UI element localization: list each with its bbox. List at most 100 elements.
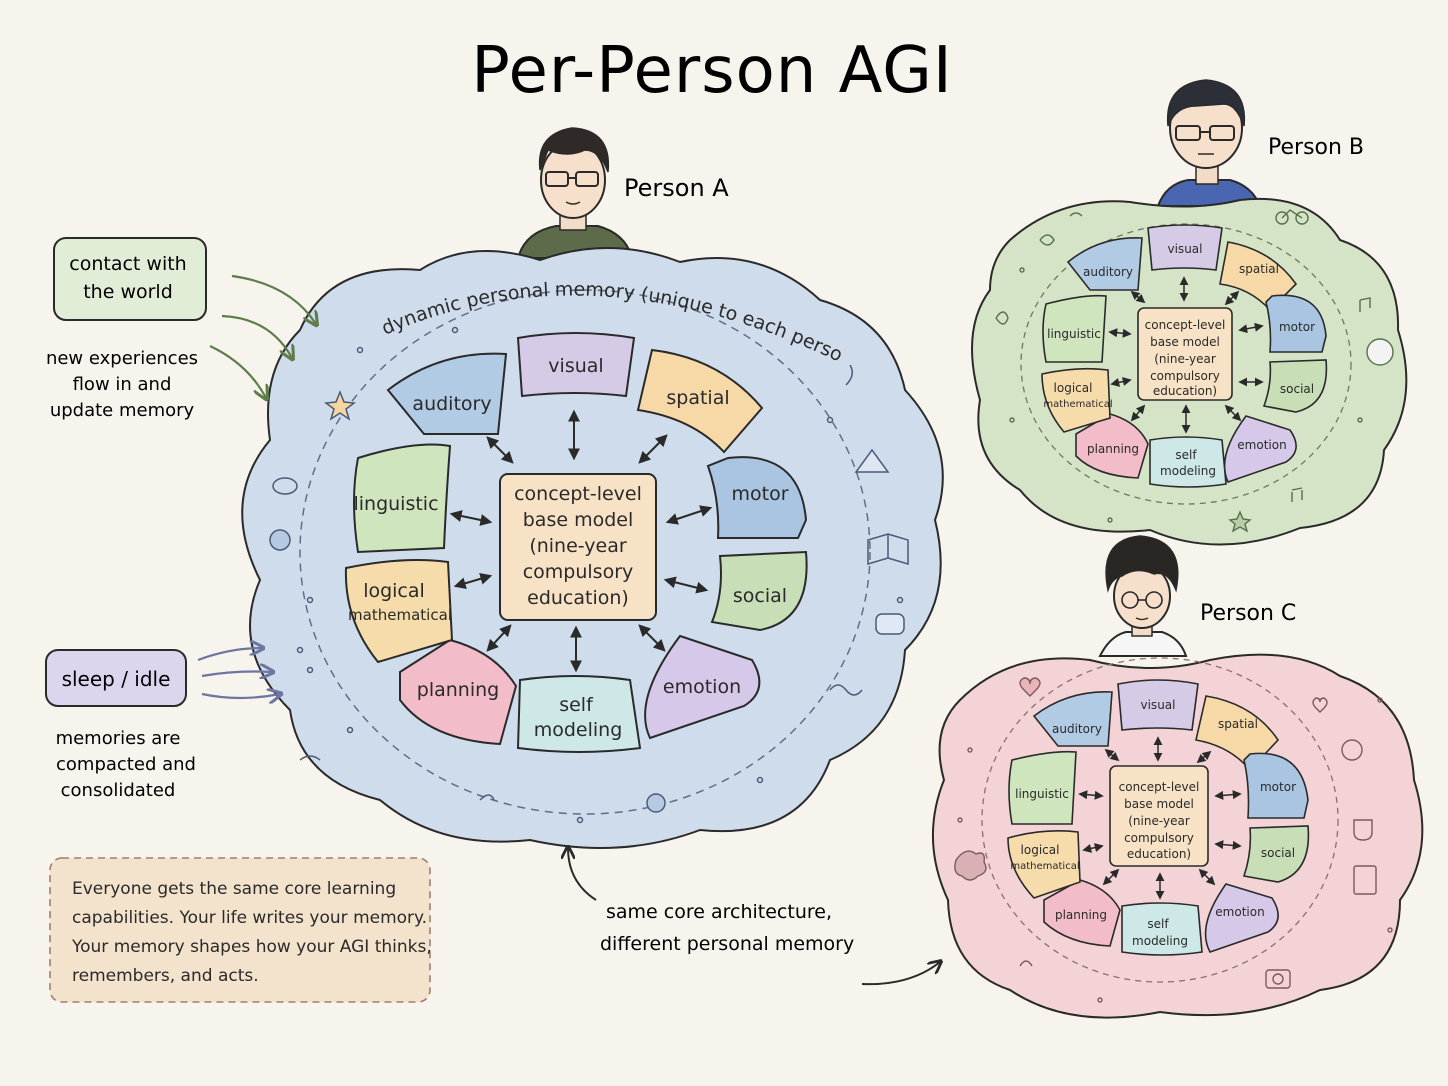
- svg-text:self: self: [1147, 917, 1169, 931]
- module-planning: [399, 638, 518, 746]
- c-module-planning: [1043, 879, 1121, 947]
- experience-arrows: [209, 274, 316, 398]
- module-spatial: [636, 348, 764, 454]
- consolidation-arrows: [197, 648, 280, 698]
- svg-text:planning: planning: [1055, 908, 1107, 922]
- contact-world-box: [53, 237, 207, 321]
- summary-note-box: [49, 857, 431, 1003]
- module-visual: [516, 332, 636, 398]
- page-title: Per-Person AGI: [471, 34, 953, 108]
- person-a-label: Person A: [624, 174, 729, 202]
- person-c-module-labels: visual spatial motor social emotion self…: [1010, 698, 1296, 948]
- svg-text:compulsory: compulsory: [1150, 369, 1220, 383]
- memory-doodles-c: [954, 677, 1393, 1003]
- summary-line-2: capabilities. Your life writes your memo…: [72, 908, 427, 928]
- core-line-5: education): [527, 587, 629, 609]
- svg-text:visual: visual: [1141, 698, 1176, 712]
- svg-text:social: social: [1280, 382, 1314, 396]
- person-c-modules: [1007, 679, 1310, 956]
- svg-text:motor: motor: [1279, 320, 1315, 334]
- bottom-note-1: same core architecture,: [606, 901, 832, 923]
- core-line-2: base model: [523, 509, 634, 531]
- module-auditory: [386, 352, 508, 435]
- memory-doodles-a: [269, 326, 909, 824]
- core-line-1: concept-level: [514, 483, 642, 505]
- svg-text:spatial: spatial: [1218, 717, 1258, 731]
- label-visual: visual: [548, 355, 603, 377]
- c-module-motor: [1243, 752, 1309, 819]
- b-module-visual: [1147, 224, 1223, 271]
- module-emotion: [644, 634, 761, 740]
- memory-doodles-b: [995, 209, 1394, 533]
- person-b-core-arrows: [1108, 276, 1264, 434]
- person-a-module-labels: visual spatial motor social emotion self…: [348, 355, 789, 741]
- label-motor: motor: [731, 483, 788, 505]
- label-social: social: [733, 585, 787, 607]
- svg-text:spatial: spatial: [1239, 262, 1279, 276]
- c-module-logical: [1007, 830, 1081, 899]
- svg-text:emotion: emotion: [1237, 438, 1286, 452]
- module-linguistic: [353, 443, 452, 554]
- svg-text:linguistic: linguistic: [1047, 327, 1101, 341]
- person-a-avatar: [516, 127, 634, 259]
- c-core-model-box: [1109, 765, 1209, 867]
- contact-note-3: update memory: [50, 400, 195, 421]
- label-spatial: spatial: [666, 387, 729, 409]
- label-self-2: modeling: [534, 719, 623, 741]
- person-b-modules: [1041, 224, 1328, 488]
- c-module-self: [1121, 902, 1203, 956]
- label-auditory: auditory: [412, 393, 491, 415]
- contact-note-1: new experiences: [46, 348, 198, 369]
- b-module-emotion: [1223, 415, 1297, 483]
- b-module-motor: [1265, 294, 1327, 353]
- svg-text:base model: base model: [1150, 335, 1220, 349]
- core-model-box: [499, 473, 657, 621]
- svg-text:planning: planning: [1087, 442, 1139, 456]
- person-b-label: Person B: [1268, 135, 1364, 160]
- svg-text:(nine-year: (nine-year: [1128, 814, 1190, 828]
- summary-note-text: Everyone gets the same core learning cap…: [71, 879, 432, 986]
- b-module-self: [1149, 436, 1227, 488]
- svg-text:emotion: emotion: [1215, 905, 1264, 919]
- summary-line-1: Everyone gets the same core learning: [72, 879, 396, 899]
- person-c-core-arrows: [1078, 736, 1242, 900]
- bottom-note-2: different personal memory: [600, 933, 854, 955]
- svg-text:modeling: modeling: [1160, 464, 1216, 478]
- summary-line-4: remembers, and acts.: [72, 966, 259, 986]
- sleep-note-1: memories are: [56, 728, 181, 749]
- contact-note-2: flow in and: [73, 374, 172, 395]
- svg-text:concept-level: concept-level: [1119, 780, 1200, 794]
- b-module-logical: [1041, 367, 1111, 433]
- svg-text:auditory: auditory: [1083, 265, 1133, 279]
- summary-line-3: Your memory shapes how your AGI thinks,: [71, 937, 432, 957]
- svg-text:motor: motor: [1260, 780, 1296, 794]
- module-logical: [344, 559, 454, 664]
- svg-text:logical: logical: [1021, 843, 1060, 857]
- contact-line-2: the world: [83, 281, 173, 303]
- svg-text:mathematical: mathematical: [1010, 861, 1079, 872]
- module-motor: [706, 456, 808, 539]
- svg-text:base model: base model: [1124, 797, 1194, 811]
- svg-text:modeling: modeling: [1132, 934, 1188, 948]
- label-logical-1: logical: [363, 580, 425, 602]
- svg-text:self: self: [1175, 448, 1197, 462]
- b-module-social: [1262, 359, 1328, 413]
- b-core-model-box: [1137, 307, 1233, 401]
- core-line-4: compulsory: [523, 561, 634, 583]
- sleep-note-2: compacted and: [56, 754, 196, 775]
- c-module-emotion: [1204, 883, 1279, 953]
- person-c-label: Person C: [1200, 601, 1296, 626]
- module-social: [710, 550, 808, 632]
- person-b-module-labels: visual spatial motor social emotion self…: [1043, 242, 1315, 478]
- module-self: [516, 675, 642, 753]
- svg-text:auditory: auditory: [1052, 722, 1102, 736]
- core-line-3: (nine-year: [529, 535, 627, 557]
- b-module-planning: [1075, 413, 1149, 479]
- label-planning: planning: [417, 679, 499, 701]
- svg-text:visual: visual: [1168, 242, 1203, 256]
- b-module-auditory: [1066, 237, 1143, 291]
- sleep-label: sleep / idle: [62, 667, 171, 691]
- c-module-visual: [1117, 679, 1199, 731]
